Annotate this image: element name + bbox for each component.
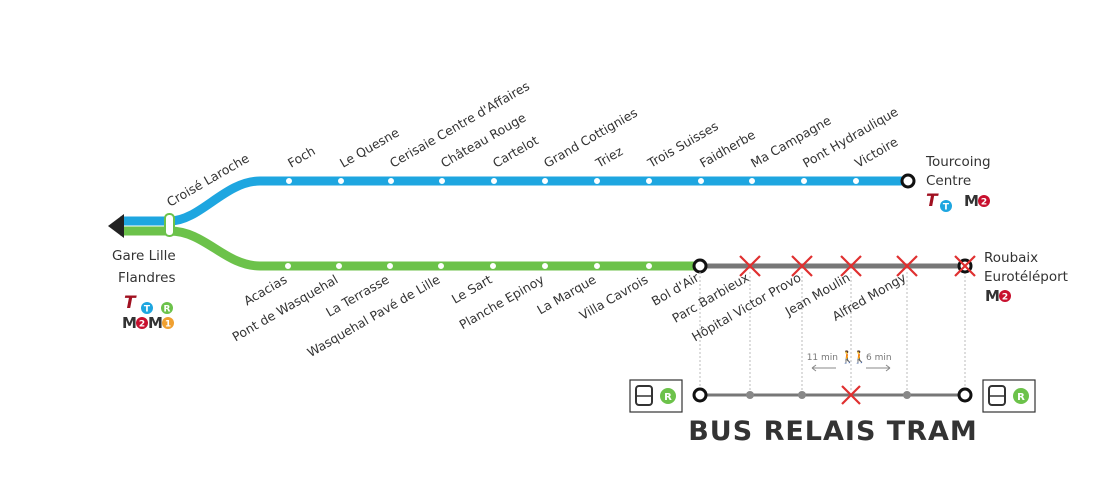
bus-relay-end-box: R bbox=[982, 379, 1036, 413]
metro-m2-badge: M bbox=[964, 192, 979, 210]
tram-r-badge: R bbox=[161, 302, 173, 315]
metro-m-logo: M bbox=[964, 192, 979, 210]
badge-label: 2 bbox=[981, 198, 987, 208]
station-dot bbox=[541, 177, 549, 185]
metro-m-logo: M bbox=[985, 287, 1000, 305]
r-badge-letter: R bbox=[1017, 392, 1025, 403]
badge-circle bbox=[162, 317, 174, 329]
metro-line-badge: 2 bbox=[978, 195, 990, 208]
bus-stop-dot bbox=[903, 391, 911, 399]
closed-station-cross-icon bbox=[954, 255, 976, 277]
cross-stroke bbox=[896, 255, 918, 277]
green-tram-line bbox=[120, 226, 700, 271]
badge-circle bbox=[978, 195, 990, 207]
closed-station-cross-icon bbox=[840, 255, 862, 277]
closed-bus-stop-cross-icon bbox=[841, 385, 861, 405]
cross-stroke bbox=[739, 255, 761, 277]
cross-stroke bbox=[954, 255, 976, 277]
station-label: Triez bbox=[592, 143, 626, 171]
metro-m1-badge: M bbox=[148, 314, 163, 332]
station-dot bbox=[284, 262, 292, 270]
cross-stroke bbox=[791, 255, 813, 277]
bus-stop-dot bbox=[798, 391, 806, 399]
origin-name: Flandres bbox=[118, 270, 176, 286]
badge-circle bbox=[136, 317, 148, 329]
badge-label: T bbox=[144, 305, 151, 315]
station-dot bbox=[337, 177, 345, 185]
station-dot bbox=[335, 262, 343, 270]
closed-station-cross-icon bbox=[896, 255, 918, 277]
bus-stop-dot bbox=[746, 391, 754, 399]
cross-stroke bbox=[840, 255, 862, 277]
terminus-marker-tourcoing bbox=[900, 173, 916, 189]
closed-station-cross-icon bbox=[791, 255, 813, 277]
tram-t-logo: T bbox=[926, 191, 939, 211]
metro-line-badge: 2 bbox=[136, 317, 148, 330]
badge-circle bbox=[161, 302, 173, 314]
bus-relais-tram-title: BUS RELAIS TRAM bbox=[688, 416, 978, 447]
station-marker-bol-dair bbox=[692, 258, 708, 274]
direction-arrow-icon bbox=[108, 214, 124, 238]
station-dot bbox=[645, 177, 653, 185]
station-dot bbox=[541, 262, 549, 270]
arrow-left-icon bbox=[811, 364, 836, 372]
station-label: Foch bbox=[285, 143, 318, 171]
junction-station-marker bbox=[164, 213, 175, 237]
metro-line-badge: 2 bbox=[999, 290, 1011, 303]
bus-relay-start-box: R bbox=[629, 379, 683, 413]
station-dot bbox=[438, 177, 446, 185]
station-dot bbox=[800, 177, 808, 185]
badge-label: R bbox=[164, 305, 171, 315]
metro-m2-badge: M bbox=[122, 314, 137, 332]
bus-stop-marker bbox=[692, 387, 708, 403]
metro-m-logo: M bbox=[148, 314, 163, 332]
station-dot bbox=[386, 262, 394, 270]
tram-t-badge: T bbox=[141, 302, 153, 315]
r-badge-icon bbox=[1013, 388, 1029, 404]
badge-label: 2 bbox=[1002, 293, 1008, 303]
terminus-name-roubaix: Roubaix bbox=[984, 250, 1038, 266]
station-dot bbox=[437, 262, 445, 270]
r-badge-letter: R bbox=[664, 392, 672, 403]
walking-person-icon: 🚶 bbox=[840, 350, 855, 364]
station-dot bbox=[645, 262, 653, 270]
bus-stop-marker bbox=[957, 387, 973, 403]
terminus-name-roubaix: Eurotéléport bbox=[984, 269, 1068, 285]
closed-station-cross-icon bbox=[739, 255, 761, 277]
origin-name: Gare Lille bbox=[112, 248, 176, 264]
station-dot bbox=[748, 177, 756, 185]
walking-person-icon: 🚶 bbox=[852, 350, 867, 364]
walk-time-right: 6 min bbox=[866, 353, 892, 363]
badge-label: 1 bbox=[165, 320, 171, 330]
station-dot bbox=[387, 177, 395, 185]
station-dot bbox=[490, 177, 498, 185]
walk-time-left: 11 min bbox=[807, 353, 838, 363]
blue-tram-line bbox=[120, 176, 908, 226]
terminus-name-tourcoing: Tourcoing bbox=[925, 154, 991, 170]
terminus-name-tourcoing: Centre bbox=[926, 173, 971, 189]
tram-t-badge: T bbox=[940, 200, 952, 213]
badge-circle bbox=[141, 302, 153, 314]
station-dot bbox=[285, 177, 293, 185]
r-badge-icon bbox=[660, 388, 676, 404]
tram-t-logo: T bbox=[124, 293, 137, 313]
metro-line-badge: 1 bbox=[162, 317, 174, 330]
badge-circle bbox=[940, 200, 952, 212]
station-dot bbox=[489, 262, 497, 270]
badge-circle bbox=[999, 290, 1011, 302]
station-dot bbox=[697, 177, 705, 185]
station-dot bbox=[852, 177, 860, 185]
metro-m2-badge: M bbox=[985, 287, 1000, 305]
station-label: Grand Cottignies bbox=[541, 105, 640, 171]
badge-label: 2 bbox=[139, 320, 145, 330]
station-dot bbox=[593, 177, 601, 185]
arrow-right-icon bbox=[866, 364, 891, 372]
badge-label: T bbox=[943, 203, 950, 213]
station-dot bbox=[593, 262, 601, 270]
cross-stroke bbox=[841, 385, 861, 405]
metro-m-logo: M bbox=[122, 314, 137, 332]
